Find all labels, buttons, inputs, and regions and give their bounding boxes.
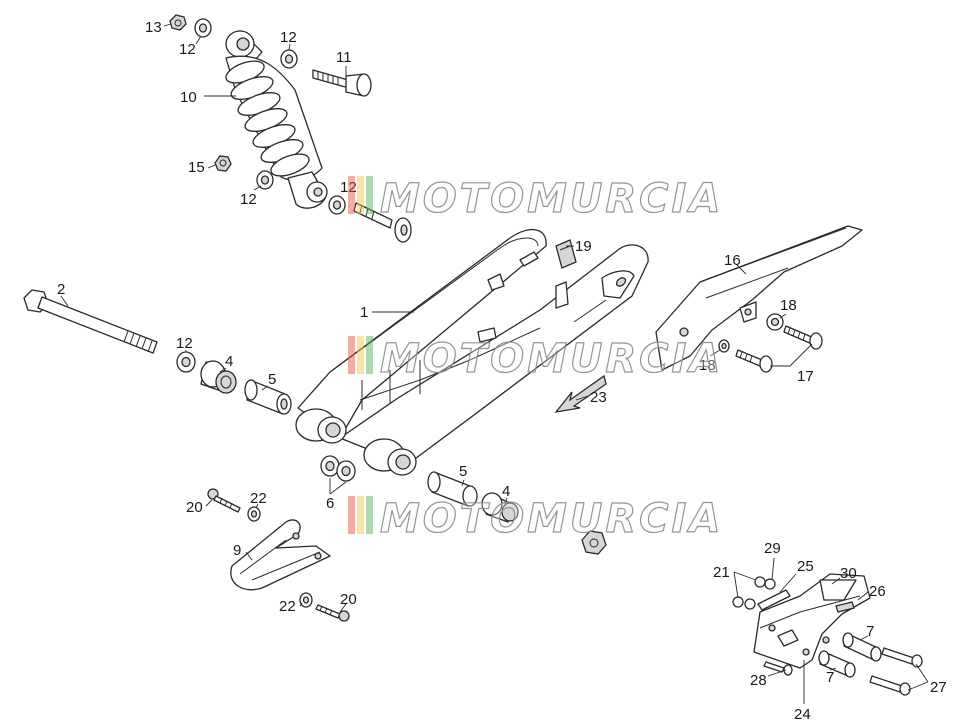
- screw-28: [763, 661, 793, 676]
- callout-7: 7: [826, 669, 834, 686]
- watermark-stripe-red: [348, 336, 355, 374]
- callout-25: 25: [797, 558, 814, 575]
- callout-12: 12: [280, 29, 297, 46]
- washers-21: [732, 576, 766, 610]
- bolt-29-25: [757, 578, 791, 611]
- callout-4: 4: [502, 483, 510, 500]
- watermark-text: MOTOMURCIA: [380, 336, 723, 382]
- callout-29: 29: [764, 540, 781, 557]
- callout-18: 18: [780, 297, 797, 314]
- callout-7: 7: [866, 623, 874, 640]
- callout-12: 12: [176, 335, 193, 352]
- watermark-top: MOTOMURCIA: [348, 175, 723, 223]
- direction-arrow-23: [554, 299, 607, 413]
- shock-absorber: [225, 30, 328, 209]
- callout-2: 2: [57, 281, 65, 298]
- callout-26: 26: [869, 583, 886, 600]
- callout-19: 19: [575, 238, 592, 255]
- watermark-stripe-green: [366, 496, 373, 534]
- callout-15: 15: [188, 159, 205, 176]
- callout-20: 20: [340, 591, 357, 608]
- callout-23: 23: [590, 389, 607, 406]
- nut-15: [214, 155, 232, 172]
- callout-1: 1: [360, 304, 368, 321]
- axle-nut: [581, 530, 607, 555]
- callout-17: 17: [797, 368, 814, 385]
- leader-lines: [60, 23, 929, 704]
- callout-5: 5: [268, 371, 276, 388]
- screw-20-upper: [207, 488, 241, 513]
- callout-24: 24: [794, 706, 811, 723]
- washer-12-top-left: [194, 18, 212, 38]
- callout-27: 27: [930, 679, 947, 696]
- clip-19: [555, 239, 577, 269]
- callout-12: 12: [340, 179, 357, 196]
- callout-4: 4: [225, 353, 233, 370]
- chain-guard: [655, 225, 863, 371]
- chain-guide: [753, 573, 871, 669]
- callout-30: 30: [840, 565, 857, 582]
- callout-9: 9: [233, 542, 241, 559]
- nut-13: [169, 14, 187, 31]
- watermark-middle: MOTOMURCIA: [348, 335, 723, 383]
- screw-20-lower: [315, 604, 350, 622]
- watermark-stripe-red: [348, 496, 355, 534]
- screw-17-lower: [735, 349, 773, 373]
- callout-6: 6: [326, 495, 334, 512]
- washer-12-lower-left: [256, 170, 274, 190]
- bolts-27: [869, 647, 923, 696]
- spacer-5-right: [427, 471, 478, 507]
- callout-10: 10: [180, 89, 197, 106]
- watermark-stripe-yellow: [357, 176, 364, 214]
- washer-22-lower: [299, 592, 313, 608]
- callout-21: 21: [713, 564, 730, 581]
- bushing-4-right: [481, 492, 519, 523]
- callout-18: 18: [699, 357, 716, 374]
- bolt-12-lower: [353, 202, 412, 243]
- washers-6: [320, 455, 356, 482]
- callout-numbers: 13 12 12 11 10 15 12 12 2 12 4 1 5 19 16…: [57, 19, 947, 723]
- callout-5: 5: [459, 463, 467, 480]
- swingarm: [295, 228, 649, 476]
- watermark-stripe-green: [366, 176, 373, 214]
- washer-18-lower: [718, 339, 730, 353]
- callout-13: 13: [145, 19, 162, 36]
- washer-12-lower-right: [328, 195, 346, 215]
- watermark-stripe-yellow: [357, 496, 364, 534]
- callout-22: 22: [250, 490, 267, 507]
- callout-12: 12: [179, 41, 196, 58]
- callout-16: 16: [724, 252, 741, 269]
- bolt-11: [312, 69, 372, 97]
- bushing-4-left: [200, 360, 237, 394]
- callout-20: 20: [186, 499, 203, 516]
- screw-17-upper: [783, 325, 823, 350]
- washer-22-upper: [247, 506, 261, 522]
- callout-11: 11: [336, 49, 352, 66]
- watermark-stripe-green: [366, 336, 373, 374]
- watermark-bottom: MOTOMURCIA: [348, 495, 723, 543]
- watermark-text: MOTOMURCIA: [380, 176, 723, 222]
- axle-bolt: [23, 289, 158, 354]
- washer-12-top-right: [280, 49, 298, 69]
- spacer-7-lower: [818, 650, 856, 678]
- washer-12-axle: [176, 351, 196, 373]
- chain-slider: [230, 519, 331, 591]
- spacer-5-left: [244, 379, 292, 415]
- callout-28: 28: [750, 672, 767, 689]
- watermark-text: MOTOMURCIA: [380, 496, 723, 542]
- watermark-stripe-yellow: [357, 336, 364, 374]
- callout-22: 22: [279, 598, 296, 615]
- callout-12: 12: [240, 191, 257, 208]
- washer-18-upper: [766, 313, 784, 331]
- watermark-stripe-red: [348, 176, 355, 214]
- spacer-7-upper: [842, 632, 882, 662]
